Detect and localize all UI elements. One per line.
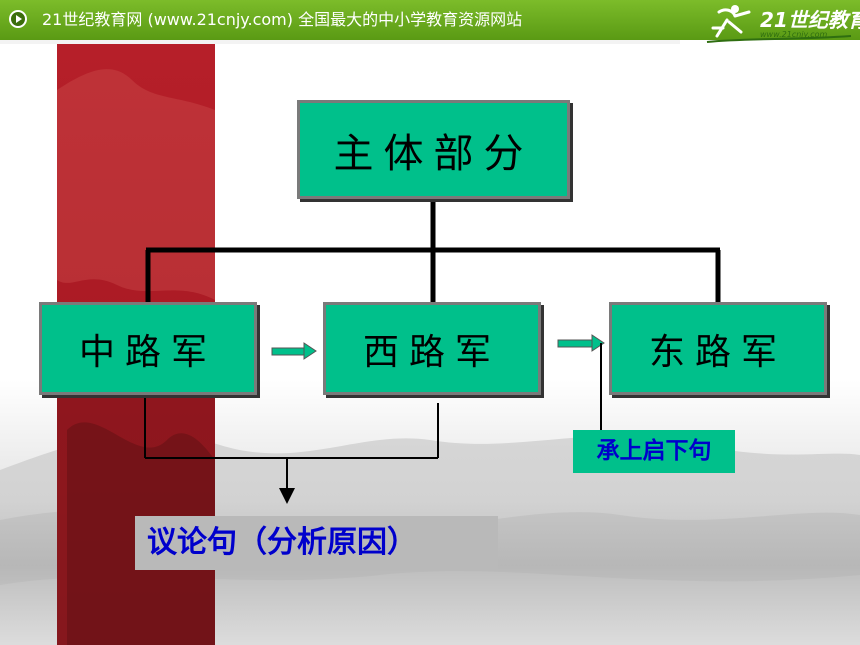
arrow-zhong-to-xi	[271, 342, 317, 360]
logo-text: 21世纪教育	[760, 8, 860, 32]
play-icon[interactable]	[9, 10, 27, 28]
logo-url: www.21cnjy.com	[760, 30, 828, 39]
node-east-army: 东路军	[609, 302, 827, 395]
node-west-army: 西路军	[323, 302, 541, 395]
root-node-main-body: 主体部分	[297, 100, 570, 199]
node-west-army-label: 西路军	[362, 331, 501, 373]
header-title: 21世纪教育网 (www.21cnjy.com) 全国最大的中小学教育资源网站	[42, 10, 523, 29]
header-divider	[0, 40, 680, 44]
runner-logo-icon	[706, 5, 852, 43]
node-central-army: 中路军	[39, 302, 257, 395]
transition-sentence-label: 承上启下句	[573, 430, 735, 473]
header-bar	[0, 0, 860, 40]
argument-sentence-label: 议论句（分析原因）	[135, 516, 498, 570]
red-mountain-texture	[57, 69, 215, 645]
root-node-label: 主体部分	[333, 130, 534, 177]
arrow-xi-to-dong	[557, 334, 605, 352]
node-central-army-label: 中路军	[78, 331, 217, 373]
node-east-army-label: 东路军	[648, 331, 787, 373]
